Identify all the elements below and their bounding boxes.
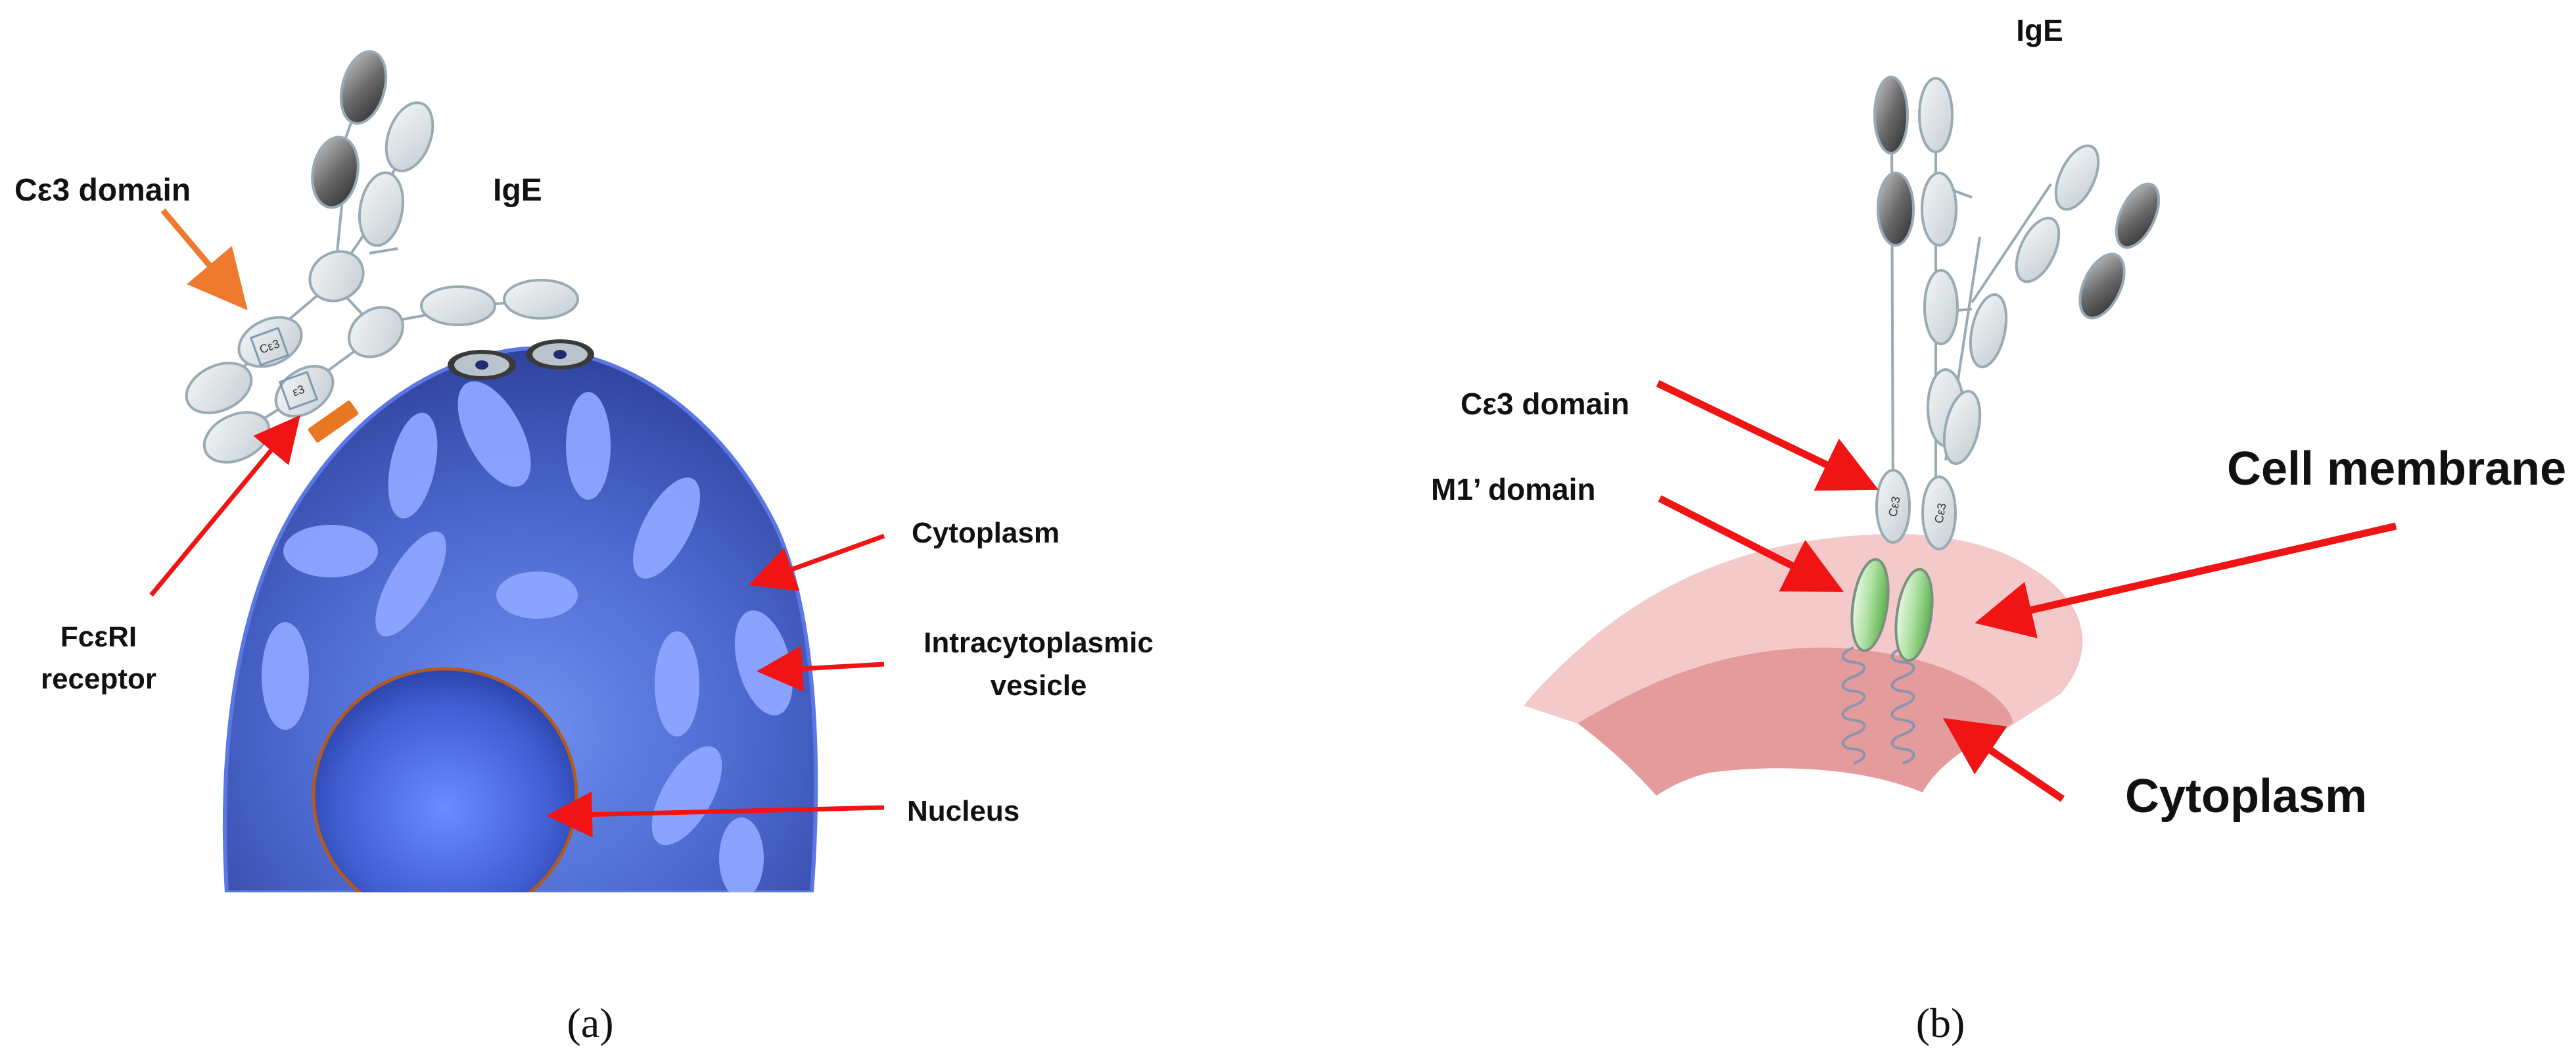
- panel-b: Cε3 Cε3 IgE Cε3 domain M1’ domain Cell m…: [1431, 13, 2566, 1046]
- label-cytoplasm-b: Cytoplasm: [2125, 770, 2367, 823]
- label-ce3-domain-b: Cε3 domain: [1461, 387, 1629, 421]
- membrane-outer-band: [1524, 534, 2074, 723]
- arrow-membrane: [1975, 522, 2397, 639]
- cell: [223, 346, 818, 892]
- label-vesicle: vesicle: [991, 669, 1087, 702]
- transmembrane-coils: [1841, 646, 1915, 765]
- label-m1-domain: M1’ domain: [1431, 472, 1595, 506]
- label-fceri: FcεRI: [60, 621, 137, 653]
- ige-molecule-b: [1873, 76, 2161, 550]
- arrow-receptor: [149, 415, 300, 597]
- arrow-ce3-b: [1656, 380, 1879, 491]
- label-nucleus: Nucleus: [907, 795, 1019, 827]
- caption-a: (a): [567, 1000, 613, 1046]
- arrow-nucleus: [546, 791, 885, 838]
- domain-tag-a2: ε3: [291, 383, 306, 399]
- vesicles: [262, 381, 793, 892]
- arrow-cytoplasm-a: [748, 533, 885, 591]
- cytoplasm-region: [1578, 647, 2013, 796]
- label-ige-b: IgE: [2016, 13, 2063, 47]
- panel-a: Cε3 ε3 Cε3 domain IgE FcεRI receptor Cyt…: [14, 50, 1154, 1046]
- label-cell-membrane: Cell membrane: [2227, 443, 2566, 495]
- receptor-heads: [448, 339, 594, 380]
- caption-b: (b): [1916, 1000, 1965, 1046]
- label-ce3-domain-a: Cε3 domain: [14, 173, 191, 208]
- nucleus: [312, 667, 578, 892]
- arrow-vesicle: [757, 645, 885, 692]
- ige-molecule-a: [185, 50, 579, 464]
- label-cytoplasm-a: Cytoplasm: [912, 517, 1060, 549]
- m1-domain-left: [1850, 558, 1890, 652]
- label-ige-a: IgE: [493, 173, 542, 208]
- arrow-ce3-a: [160, 208, 248, 310]
- m1-domain-right: [1894, 568, 1934, 662]
- fceri-receptor: [308, 400, 359, 443]
- label-receptor: receptor: [41, 663, 156, 695]
- label-intracytoplasmic: Intracytoplasmic: [924, 627, 1154, 659]
- arrow-m1: [1658, 495, 1844, 592]
- arrow-cytoplasm-b: [1942, 717, 2065, 802]
